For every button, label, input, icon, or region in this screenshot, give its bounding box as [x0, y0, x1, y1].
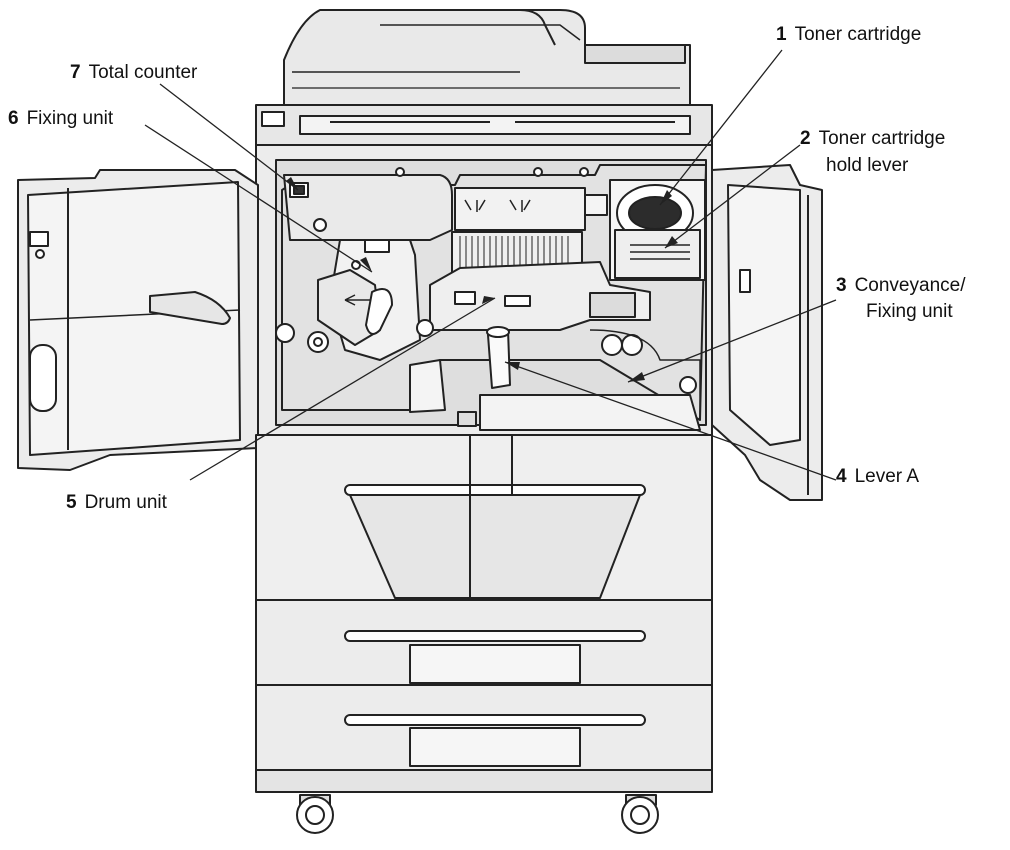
front-door-left — [17, 169, 259, 471]
callout-4: 4 Lever A — [836, 466, 919, 488]
leader-lines — [144, 49, 837, 481]
leader-7 — [159, 83, 299, 191]
arrowheads — [286, 177, 678, 382]
lower-cabinet — [255, 434, 713, 793]
callout-5: 5 Drum unit — [66, 492, 167, 514]
callout-7: 7 Total counter — [70, 62, 197, 84]
scanner-body — [255, 104, 713, 146]
callout-7-number: 7 — [70, 62, 81, 83]
callout-6: 6 Fixing unit — [8, 108, 113, 130]
callout-7-label: Total counter — [88, 62, 198, 83]
callout-5-number: 5 — [66, 492, 77, 513]
callout-2: 2 Toner cartridge — [800, 128, 945, 150]
front-door-right — [711, 164, 823, 501]
callout-6-label: Fixing unit — [26, 108, 114, 129]
main-frame — [255, 144, 713, 436]
callout-2-number: 2 — [800, 128, 811, 149]
callout-2-label: Toner cartridge — [818, 128, 946, 149]
callout-5-label: Drum unit — [84, 492, 167, 513]
callout-1-label: Toner cartridge — [794, 24, 922, 45]
leader-6 — [144, 124, 373, 273]
callout-4-label: Lever A — [854, 466, 920, 487]
callout-3-label: Conveyance/ — [854, 275, 966, 296]
callout-2-line2: hold lever — [826, 155, 909, 176]
leader-5 — [189, 297, 496, 481]
callout-1-number: 1 — [776, 24, 787, 45]
leader-2 — [664, 144, 801, 249]
leader-3 — [627, 299, 837, 383]
callout-4-number: 4 — [836, 466, 847, 487]
document-feeder — [283, 9, 691, 106]
callout-3: 3 Conveyance/ — [836, 275, 965, 297]
callout-3-line2: Fixing unit — [866, 301, 953, 322]
casters — [296, 794, 659, 834]
callout-3-number: 3 — [836, 275, 847, 296]
leader-4 — [504, 361, 837, 481]
callout-6-number: 6 — [8, 108, 19, 129]
callout-1: 1 Toner cartridge — [776, 24, 921, 46]
leader-1 — [659, 49, 783, 206]
